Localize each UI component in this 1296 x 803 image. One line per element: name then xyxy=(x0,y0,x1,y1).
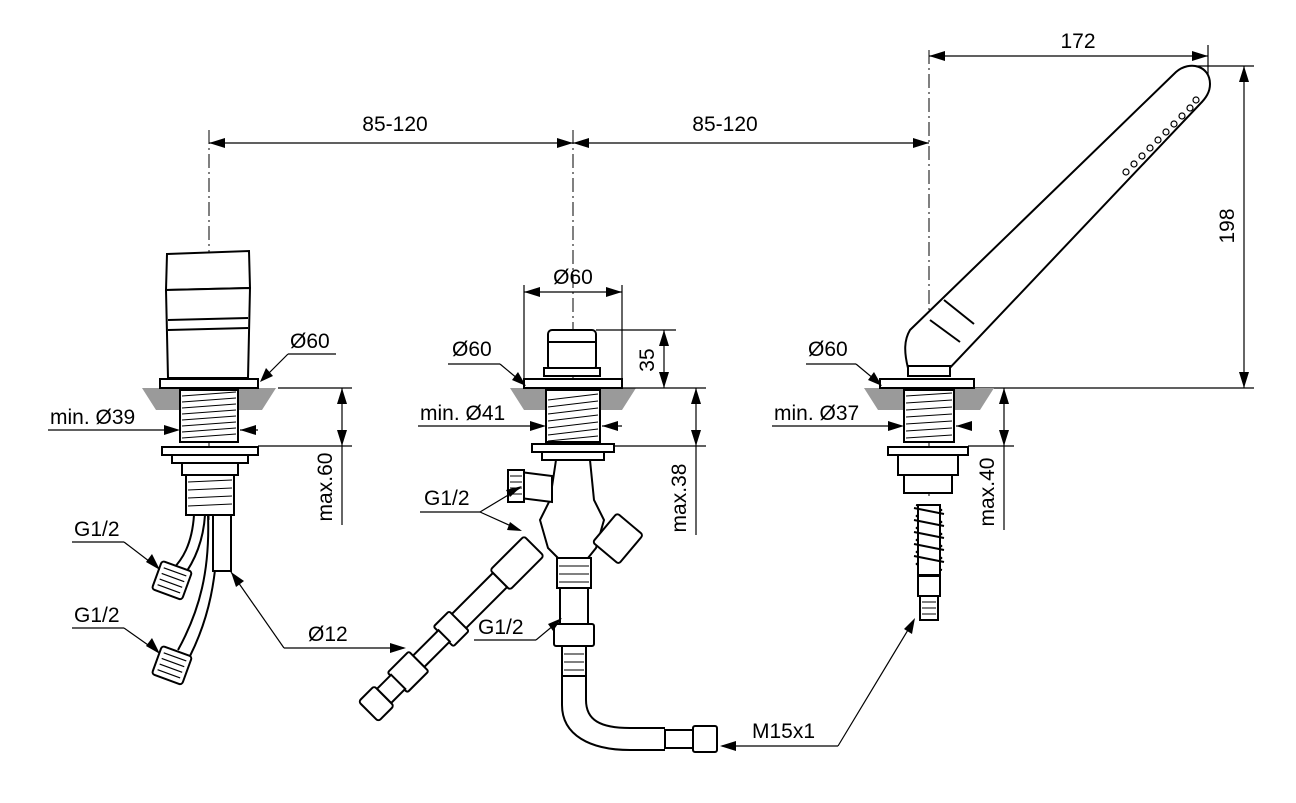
max-thickness-right-label: max.40 xyxy=(976,458,999,527)
dimension-spacing-left-label: 85-120 xyxy=(362,113,427,136)
annotation-max-thickness-right: max.40 xyxy=(968,388,1014,530)
annotation-dia-top-center: Ø60 xyxy=(523,266,623,378)
min-hole-center-label: min. Ø41 xyxy=(420,402,505,425)
annotation-min-hole-center: min. Ø41 xyxy=(418,402,622,431)
max-thickness-left-label: max.60 xyxy=(314,453,337,522)
countertop-right-a xyxy=(864,388,904,410)
max-thickness-center-label: max.38 xyxy=(668,464,691,533)
countertop-left-b xyxy=(238,388,276,410)
annotation-max-thickness-center: max.38 xyxy=(614,388,706,535)
hose-thread-label: M15x1 xyxy=(752,720,815,743)
countertop-left-a xyxy=(142,388,180,410)
annotation-min-hole-right: min. Ø37 xyxy=(772,402,972,431)
dimension-handshower-length-label: 172 xyxy=(1060,30,1095,53)
thread-center-upper-label: G1/2 xyxy=(424,487,470,510)
dia-center-label: Ø60 xyxy=(452,338,492,361)
annotation-height-center-knob: 35 xyxy=(596,329,706,389)
dimension-spacing-left: 85-120 xyxy=(209,113,573,148)
dimension-handshower-height-label: 198 xyxy=(1216,208,1239,243)
countertop-center-a xyxy=(510,388,546,410)
annotation-dia-left: Ø60 xyxy=(260,330,336,382)
annotation-thread-center-upper: G1/2 xyxy=(420,486,522,531)
dia-right-label: Ø60 xyxy=(808,338,848,361)
min-hole-right-label: min. Ø37 xyxy=(774,402,859,425)
handshower-handle xyxy=(904,64,1212,374)
annotation-max-thickness-left: max.60 xyxy=(258,387,352,525)
annotation-dia-center: Ø60 xyxy=(448,338,526,386)
dia-left-label: Ø60 xyxy=(290,330,330,353)
hose-spring xyxy=(913,504,945,576)
dimension-handshower-height: 198 xyxy=(975,65,1254,389)
annotation-dia-right: Ø60 xyxy=(806,338,882,386)
diverter-knob xyxy=(547,329,597,371)
thread-left-lower-label: G1/2 xyxy=(74,604,120,627)
height-center-knob-label: 35 xyxy=(636,348,659,371)
annotation-thread-left-upper: G1/2 xyxy=(72,518,160,570)
mixer-body xyxy=(164,286,252,379)
min-hole-left-label: min. Ø39 xyxy=(50,406,135,429)
dia-top-center-label: Ø60 xyxy=(553,266,593,289)
handshower-spray-face xyxy=(1122,96,1200,176)
countertop-right-b xyxy=(954,388,994,410)
countertop-center-b xyxy=(600,388,636,410)
annotation-thread-left-lower: G1/2 xyxy=(72,604,160,654)
dimension-spacing-right-label: 85-120 xyxy=(692,113,757,136)
thread-center-lower-label: G1/2 xyxy=(478,616,524,639)
dimension-spacing-right: 85-120 xyxy=(573,113,929,148)
annotation-min-hole-left: min. Ø39 xyxy=(48,406,258,435)
annotation-thread-center-lower: G1/2 xyxy=(474,616,562,641)
thread-left-upper-label: G1/2 xyxy=(74,518,120,541)
right-fixture xyxy=(864,64,1212,621)
mixer-lever xyxy=(164,249,252,292)
hose-diameter-label: Ø12 xyxy=(308,623,348,646)
left-fixture xyxy=(142,249,276,686)
center-fixture xyxy=(358,329,718,753)
annotation-hose-diameter: Ø12 xyxy=(230,571,406,653)
annotation-hose-thread: M15x1 xyxy=(720,618,915,751)
